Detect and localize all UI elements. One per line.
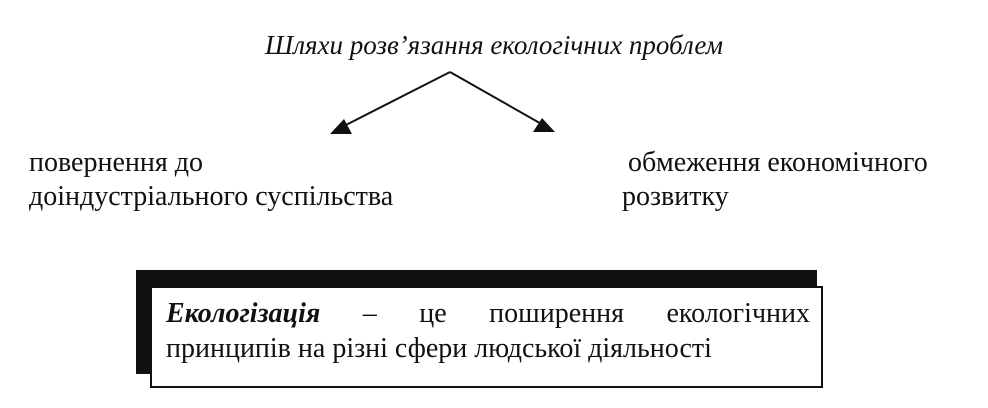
definition-line1: Екологізація – це поширення екологічних [166, 296, 810, 331]
definition-box [150, 286, 823, 388]
option-left-line1: повернення до [29, 147, 203, 178]
option-return-preindustrial: повернення до доіндустріального суспільс… [29, 146, 393, 214]
option-right-line2: розвитку [622, 181, 729, 212]
definition-word: це [419, 298, 447, 329]
definition-term: Екологізація [166, 298, 321, 329]
definition-text: Екологізація – це поширення екологічних … [166, 296, 810, 366]
arrow-line-right [449, 71, 546, 127]
definition-word: екологічних [666, 298, 810, 329]
option-right-line1: обмеження економічного [628, 147, 928, 178]
arrow-line-left [339, 71, 451, 129]
definition-word: – [362, 298, 377, 329]
definition-word: поширення [489, 298, 624, 329]
definition-line2: принципів на різні сфери людської діяльн… [166, 333, 712, 364]
option-limit-growth: обмеження економічного розвитку [622, 146, 928, 214]
option-left-line2: доіндустріального суспільства [29, 181, 394, 212]
diagram-title: Шляхи розв’язання екологічних проблем [265, 30, 723, 60]
arrowhead-left [330, 119, 352, 134]
arrowhead-right [533, 118, 555, 132]
